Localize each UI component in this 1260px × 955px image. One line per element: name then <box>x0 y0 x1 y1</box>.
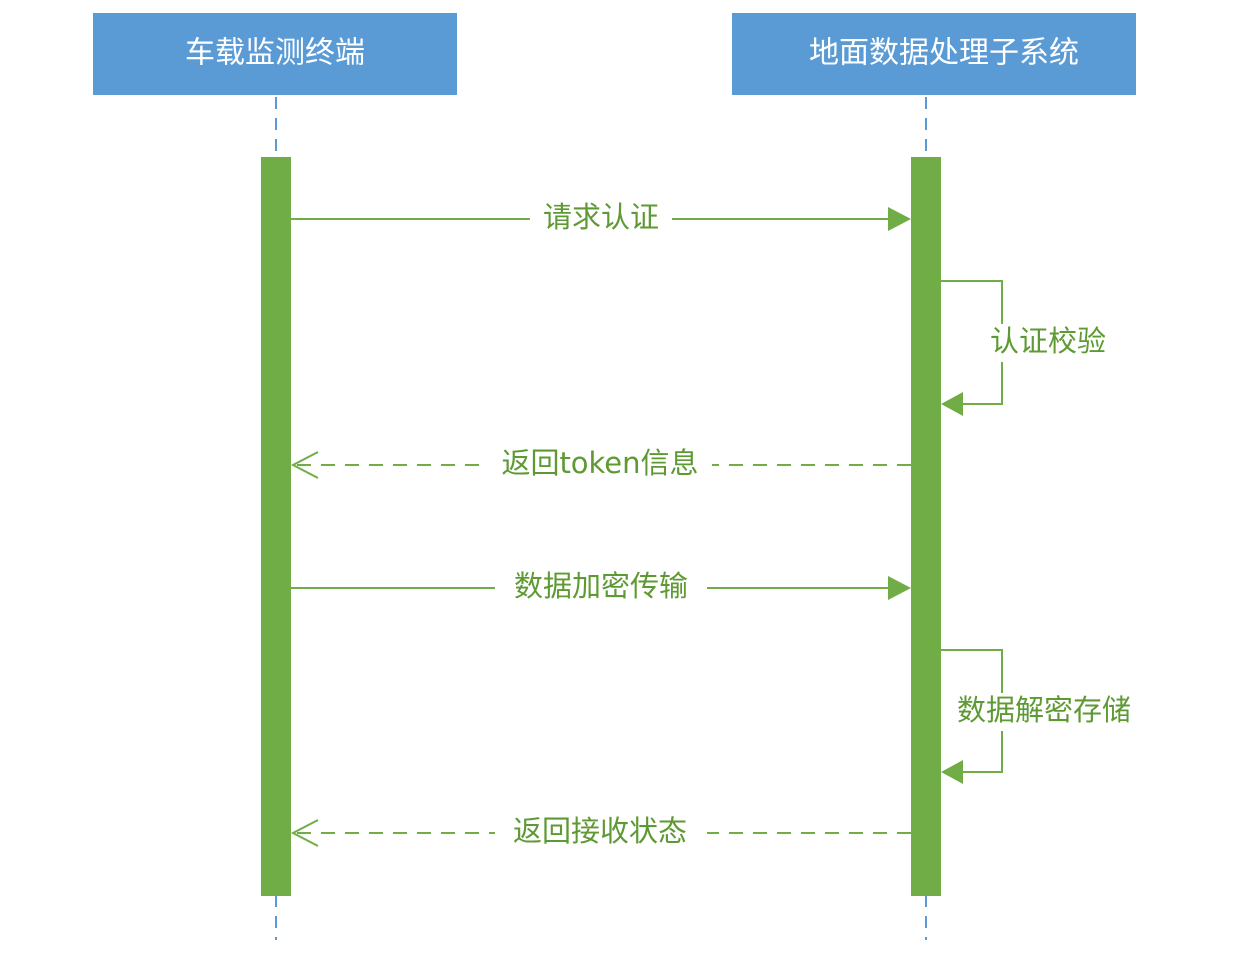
arrowhead-filled-icon <box>941 392 963 416</box>
message-return-token-label: 返回token信息 <box>501 446 698 480</box>
actor-ground: 地面数据处理子系统 <box>732 13 1136 95</box>
actor-vehicle: 车载监测终端 <box>93 13 457 95</box>
arrowhead-filled-icon <box>888 576 911 600</box>
message-return-status-label: 返回接收状态 <box>513 814 687 848</box>
message-decrypt-store: 数据解密存储 <box>941 649 1138 784</box>
message-auth-verify-label: 认证校验 <box>990 324 1106 358</box>
message-return-status: 返回接收状态 <box>290 814 911 852</box>
message-encrypted-transfer: 数据加密传输 <box>291 569 911 607</box>
arrowhead-filled-icon <box>941 760 963 784</box>
actor-vehicle-label: 车载监测终端 <box>185 36 365 71</box>
message-auth-verify: 认证校验 <box>941 280 1114 416</box>
actor-ground-box <box>732 13 1136 95</box>
message-return-token: 返回token信息 <box>290 446 911 484</box>
activation-bar-vehicle <box>261 157 291 896</box>
actor-vehicle-box <box>93 13 457 95</box>
arrowhead-open-icon <box>290 451 319 479</box>
message-decrypt-store-label: 数据解密存储 <box>957 693 1131 727</box>
message-request-auth: 请求认证 <box>291 200 911 238</box>
message-encrypted-transfer-label: 数据加密传输 <box>514 569 688 603</box>
message-request-auth-label: 请求认证 <box>543 200 659 234</box>
arrowhead-open-icon <box>290 819 319 847</box>
arrowhead-filled-icon <box>888 207 911 231</box>
activation-bar-ground <box>911 157 941 896</box>
actor-ground-label: 地面数据处理子系统 <box>809 36 1079 71</box>
